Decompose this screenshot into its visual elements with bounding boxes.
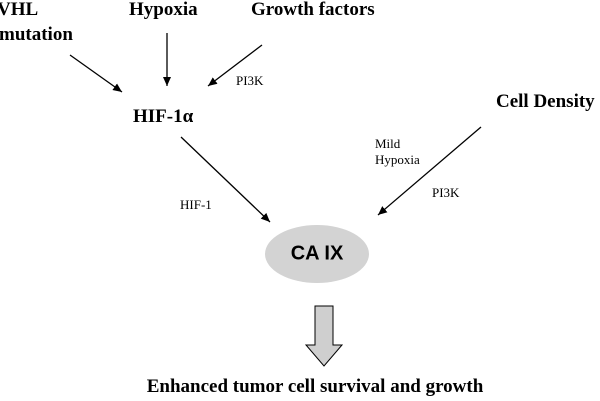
- block-arrow-down: [304, 305, 344, 367]
- edge-label-pi3k-growth: PI3K: [236, 73, 264, 88]
- node-outcome: Enhanced tumor cell survival and growth: [146, 376, 484, 397]
- node-vhl: VHL: [0, 0, 39, 20]
- node-hypoxia: Hypoxia: [129, 0, 198, 20]
- arrow-cell-density-to-caix: [377, 126, 482, 216]
- ca-ix-ellipse: [265, 225, 369, 283]
- edge-label-hif1: HIF-1: [180, 197, 212, 212]
- node-cell-density: Cell Density: [496, 91, 595, 112]
- edge-label-mild: Mild: [375, 136, 401, 151]
- node-growth-factors: Growth factors: [251, 0, 375, 20]
- node-ca-ix: CA IX: [290, 242, 344, 265]
- edge-label-hypoxia: Hypoxia: [375, 152, 420, 167]
- arrow-growth-factors-to-hif1a: [207, 44, 263, 87]
- arrow-hif1a-to-caix: [180, 136, 271, 223]
- node-hif1a: HIF-1α: [133, 106, 194, 127]
- arrow-vhl-to-hif1a: [69, 54, 123, 93]
- edge-label-pi3k-density: PI3K: [432, 185, 460, 200]
- node-mutation: mutation: [0, 24, 73, 45]
